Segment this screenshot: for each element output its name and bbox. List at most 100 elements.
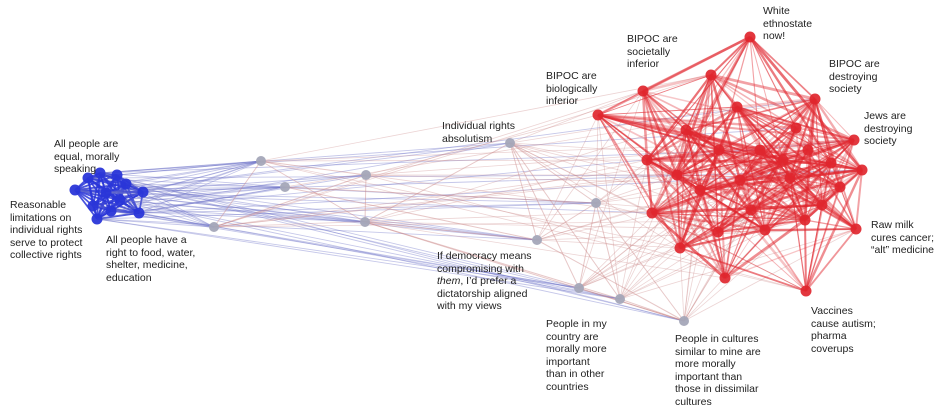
network-edge xyxy=(782,159,823,206)
network-edge xyxy=(536,114,599,241)
network-edge xyxy=(260,160,366,223)
network-edge xyxy=(724,228,857,279)
network-edge xyxy=(260,74,712,162)
network-edge xyxy=(119,199,538,241)
node-red xyxy=(680,124,692,136)
network-edge xyxy=(699,149,720,191)
network-edge xyxy=(759,148,791,180)
node-red xyxy=(856,164,868,176)
network-edge xyxy=(260,159,648,162)
network-edge xyxy=(119,199,366,223)
node-blue xyxy=(137,186,149,198)
network-edge xyxy=(142,191,538,241)
network-edge xyxy=(736,106,752,211)
network-edge xyxy=(717,209,752,233)
node-red xyxy=(713,144,725,156)
network-edge xyxy=(789,176,823,207)
network-edge xyxy=(260,139,855,162)
network-edge xyxy=(804,219,857,230)
network-edge xyxy=(814,98,863,171)
network-edge xyxy=(699,74,712,191)
network-edge xyxy=(646,148,720,162)
network-edge xyxy=(724,177,791,279)
network-edge xyxy=(96,212,140,220)
network-edge xyxy=(96,218,621,300)
node-blue xyxy=(105,205,117,217)
network-edge xyxy=(782,158,857,231)
node-red xyxy=(790,122,802,134)
network-edge xyxy=(578,247,681,289)
node-gray xyxy=(361,170,371,180)
label-all-people-equal: All people are equal, morally speaking xyxy=(54,138,120,175)
node-blue xyxy=(94,167,106,179)
network-edge xyxy=(595,202,685,322)
node-blue xyxy=(100,187,112,199)
node-red xyxy=(799,214,811,226)
network-edge xyxy=(364,159,648,223)
network-edge xyxy=(509,142,701,191)
network-edge xyxy=(699,189,719,233)
network-edge xyxy=(119,174,367,201)
network-edge xyxy=(679,189,701,249)
network-edge xyxy=(839,186,857,230)
node-red xyxy=(850,223,862,235)
node-red xyxy=(777,154,789,166)
network-edge xyxy=(96,202,597,220)
network-edge xyxy=(99,160,262,174)
network-edge xyxy=(646,149,809,161)
network-edge xyxy=(718,149,863,171)
network-edge xyxy=(213,219,806,228)
node-red xyxy=(646,207,658,219)
network-edge xyxy=(138,186,286,214)
network-edge xyxy=(676,148,761,177)
network-edge xyxy=(597,114,720,151)
network-edge xyxy=(821,204,857,230)
network-edge xyxy=(699,161,832,192)
network-edge xyxy=(597,114,653,214)
network-edge xyxy=(116,160,262,176)
network-edge xyxy=(96,186,286,220)
label-bipoc-destroying-society: BIPOC are destroying society xyxy=(829,58,880,95)
network-edge xyxy=(578,287,685,322)
network-edge xyxy=(804,169,864,292)
network-edge xyxy=(718,149,784,161)
node-red xyxy=(734,174,746,186)
network-edge xyxy=(710,36,751,76)
network-edge xyxy=(736,106,863,171)
network-edge xyxy=(675,74,713,176)
network-edge xyxy=(364,142,511,223)
label-reasonable-limitations: Reasonable limitations on individual rig… xyxy=(10,199,83,261)
network-edge xyxy=(74,189,366,223)
network-edge xyxy=(685,129,701,191)
network-edge xyxy=(105,192,597,204)
network-edge xyxy=(213,174,678,228)
network-edge xyxy=(619,189,701,300)
network-edge xyxy=(676,174,719,233)
network-edge xyxy=(805,228,857,292)
node-blue xyxy=(87,200,99,212)
node-gray xyxy=(256,156,266,166)
network-edge xyxy=(838,139,856,188)
network-edge xyxy=(759,149,806,221)
network-edge xyxy=(717,159,784,233)
network-edge xyxy=(685,129,761,151)
network-edge xyxy=(764,229,807,292)
network-edge xyxy=(651,189,701,214)
network-edge xyxy=(749,36,797,129)
network-edge xyxy=(739,179,823,206)
label-vaccines-cause-autism: Vaccines cause autism; pharma coverups xyxy=(811,305,876,355)
network-edge xyxy=(105,191,144,194)
network-edge xyxy=(676,174,791,179)
network-edge xyxy=(679,149,761,249)
network-edge xyxy=(99,172,286,188)
network-edge xyxy=(724,179,741,279)
label-jews-destroying-society: Jews are destroying society xyxy=(864,110,913,147)
network-edge xyxy=(99,142,511,174)
network-edge xyxy=(110,210,580,289)
network-edge xyxy=(676,174,806,221)
network-edge xyxy=(509,142,681,249)
network-edge xyxy=(619,298,685,322)
network-edge xyxy=(364,221,726,279)
network-edge xyxy=(597,74,712,116)
label-people-in-my-country: People in my country are morally more im… xyxy=(546,318,607,393)
